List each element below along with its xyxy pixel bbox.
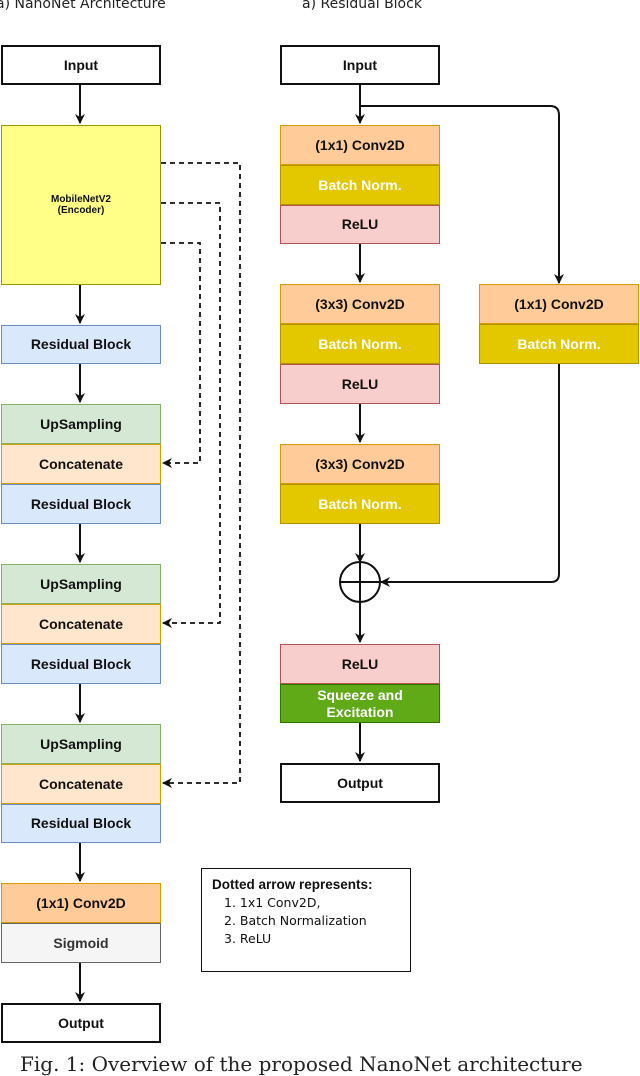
legend-box: Dotted arrow represents: 1. 1x1 Conv2D, … xyxy=(201,868,411,972)
concatenate-1: Concatenate xyxy=(1,444,161,484)
concatenate-2: Concatenate xyxy=(1,604,161,644)
rb-relu-3: ReLU xyxy=(280,644,440,684)
encoder-sublabel: (Encoder) xyxy=(57,205,105,216)
legend-title: Dotted arrow represents: xyxy=(212,877,373,892)
left-input-box: Input xyxy=(1,45,161,85)
residual-block-1: Residual Block xyxy=(1,484,161,524)
shortcut-conv1x1: (1x1) Conv2D xyxy=(479,284,639,324)
residual-block-2: Residual Block xyxy=(1,644,161,684)
legend-item: 3. ReLU xyxy=(224,931,272,946)
left-diagram-title: a) NanoNet Architecture xyxy=(0,0,166,12)
rb-conv3x3-2: (3x3) Conv2D xyxy=(280,444,440,484)
residual-block-0: Residual Block xyxy=(1,325,161,364)
addition-node xyxy=(339,561,381,603)
skip-connection-2 xyxy=(161,202,221,628)
upsampling-3: UpSampling xyxy=(1,724,161,764)
concatenate-3: Concatenate xyxy=(1,764,161,804)
right-diagram-title: a) Residual Block xyxy=(302,0,422,12)
right-output-box: Output xyxy=(280,763,440,803)
encoder-label: MobileNetV2 xyxy=(50,193,111,205)
squeeze-excitation-box: Squeeze and Excitation xyxy=(280,684,440,723)
se-label-2: Excitation xyxy=(326,703,394,720)
arrow-shortcut-conv xyxy=(360,105,564,284)
rb-batchnorm-1: Batch Norm. xyxy=(280,165,440,205)
shortcut-batchnorm: Batch Norm. xyxy=(479,324,639,364)
upsampling-1: UpSampling xyxy=(1,404,161,444)
rb-batchnorm-2: Batch Norm. xyxy=(280,324,440,364)
se-label-1: Squeeze and xyxy=(317,687,403,704)
upsampling-2: UpSampling xyxy=(1,564,161,604)
rb-conv1x1: (1x1) Conv2D xyxy=(280,125,440,165)
left-output-box: Output xyxy=(1,1003,161,1043)
figure-caption: Fig. 1: Overview of the proposed NanoNet… xyxy=(20,1052,583,1076)
skip-connection-3 xyxy=(161,162,241,788)
legend-item: 1. 1x1 Conv2D, xyxy=(224,895,321,910)
residual-block-3: Residual Block xyxy=(1,804,161,843)
arrow-shortcut-plus xyxy=(380,364,560,587)
rb-relu-1: ReLU xyxy=(280,205,440,244)
rb-conv3x3-1: (3x3) Conv2D xyxy=(280,284,440,324)
encoder-box: MobileNetV2 (Encoder) xyxy=(1,125,161,285)
right-input-box: Input xyxy=(280,45,440,85)
skip-connection-1 xyxy=(161,242,201,468)
legend-item: 2. Batch Normalization xyxy=(224,913,367,928)
rb-relu-2: ReLU xyxy=(280,364,440,404)
rb-batchnorm-3: Batch Norm. xyxy=(280,484,440,524)
sigmoid-box: Sigmoid xyxy=(1,923,161,963)
final-conv-box: (1x1) Conv2D xyxy=(1,883,161,923)
